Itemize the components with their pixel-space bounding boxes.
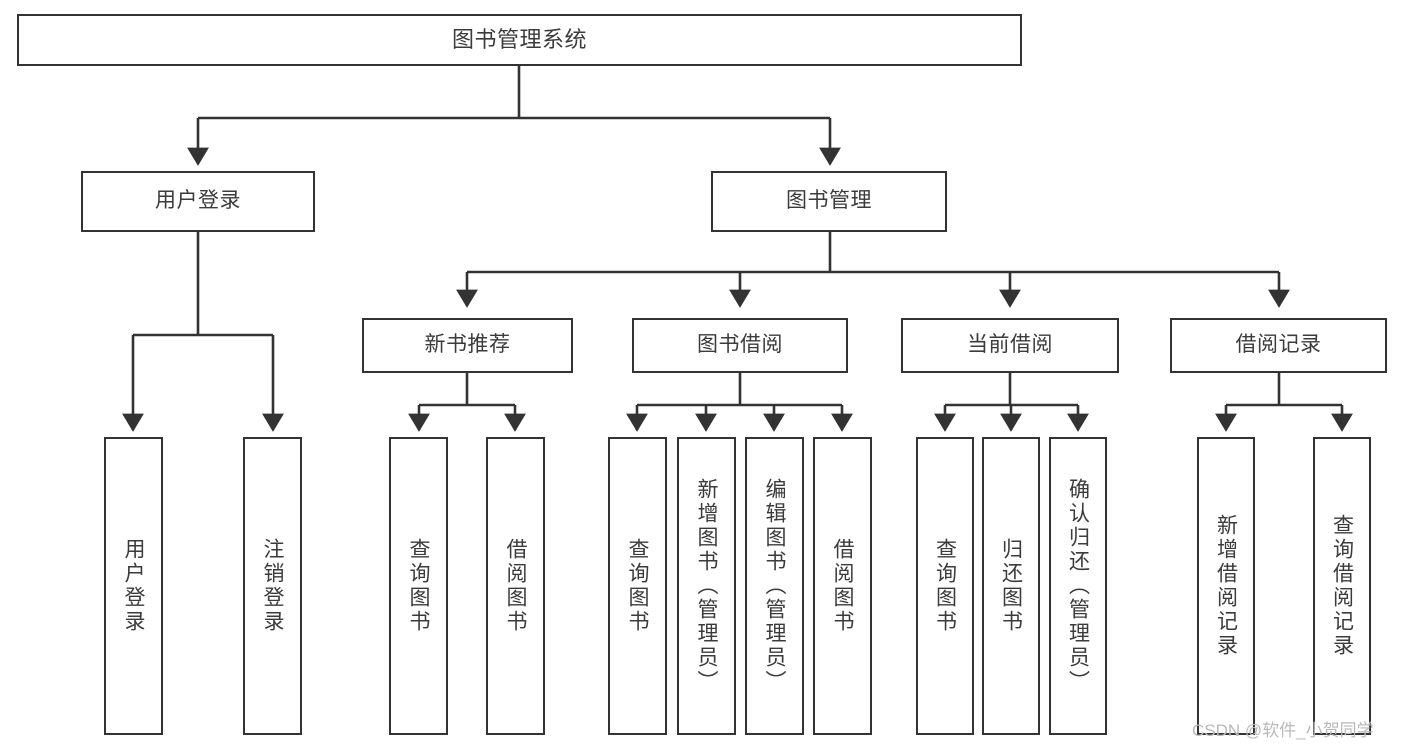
node-label: 图书借阅 xyxy=(697,333,783,357)
node-label: 查询图书 xyxy=(933,538,957,634)
node-label: 归还图书 xyxy=(999,538,1023,634)
node-label: 用户登录 xyxy=(155,189,241,213)
leaf-book-borrow-add[interactable]: 新增图书（管理员） xyxy=(677,437,736,735)
leaf-borrow-record-add[interactable]: 新增借阅记录 xyxy=(1197,437,1255,735)
leaf-book-borrow-query[interactable]: 查询图书 xyxy=(608,437,667,735)
leaf-current-borrow-query[interactable]: 查询图书 xyxy=(916,437,974,735)
node-label: 借阅图书 xyxy=(504,538,527,634)
node-label: 查询图书 xyxy=(626,538,649,634)
node-label: 借阅记录 xyxy=(1235,333,1322,357)
node-label: 图书管理 xyxy=(786,189,872,213)
node-borrow-record[interactable]: 借阅记录 xyxy=(1170,318,1387,373)
leaf-current-borrow-return[interactable]: 归还图书 xyxy=(982,437,1040,735)
node-label: 借阅图书 xyxy=(831,538,854,634)
leaf-book-borrow-borrow[interactable]: 借阅图书 xyxy=(813,437,872,735)
node-label: 图书管理系统 xyxy=(451,27,587,53)
leaf-user-login-login[interactable]: 用户登录 xyxy=(104,437,163,735)
node-label: 注销登录 xyxy=(261,538,284,634)
node-label: 当前借阅 xyxy=(967,333,1053,357)
leaf-borrow-record-query[interactable]: 查询借阅记录 xyxy=(1313,437,1371,735)
csdn-watermark: CSDN @软件_小贺同学 xyxy=(1192,721,1374,740)
node-label: 新增图书（管理员） xyxy=(695,478,718,694)
leaf-book-borrow-edit[interactable]: 编辑图书（管理员） xyxy=(745,437,804,735)
node-label: 确认归还（管理员） xyxy=(1066,478,1090,694)
node-label: 新增借阅记录 xyxy=(1214,514,1238,658)
node-label: 查询图书 xyxy=(407,538,430,634)
node-label: 用户登录 xyxy=(122,538,145,634)
leaf-new-book-query[interactable]: 查询图书 xyxy=(389,437,448,735)
node-label: 查询借阅记录 xyxy=(1330,514,1354,658)
node-user-login[interactable]: 用户登录 xyxy=(81,171,315,232)
node-book-management[interactable]: 图书管理 xyxy=(711,171,947,232)
leaf-new-book-borrow[interactable]: 借阅图书 xyxy=(486,437,545,735)
leaf-user-login-logout[interactable]: 注销登录 xyxy=(243,437,302,735)
node-new-book-recommend[interactable]: 新书推荐 xyxy=(362,318,573,373)
node-book-borrow[interactable]: 图书借阅 xyxy=(632,318,848,373)
node-root-system[interactable]: 图书管理系统 xyxy=(17,14,1022,66)
leaf-current-borrow-confirm-return[interactable]: 确认归还（管理员） xyxy=(1049,437,1107,735)
node-label: 新书推荐 xyxy=(424,333,511,357)
node-current-borrow[interactable]: 当前借阅 xyxy=(901,318,1119,373)
node-label: 编辑图书（管理员） xyxy=(763,478,786,694)
